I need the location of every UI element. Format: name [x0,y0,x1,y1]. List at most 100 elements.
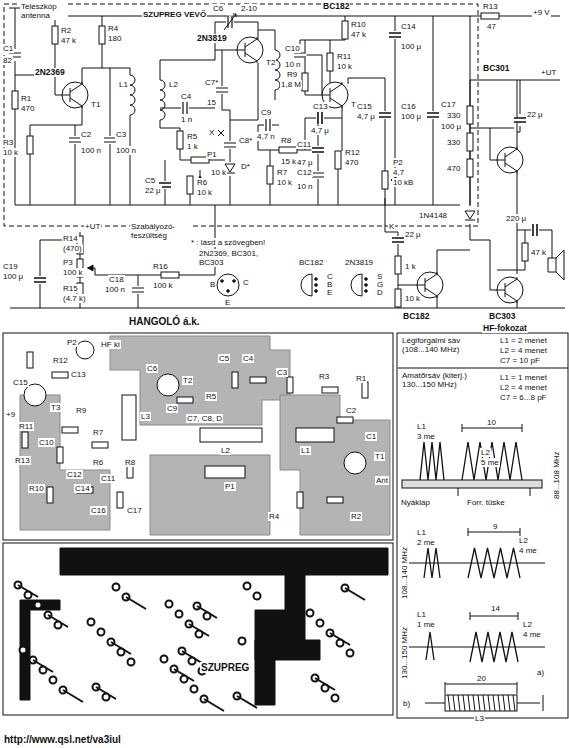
part-label: 10 kB [392,178,414,187]
part-label: HF ki [100,340,121,349]
part-label: C3 [276,368,288,377]
part-label: 1 n [180,115,193,124]
solder-pad [332,695,339,702]
solenoid-winding [513,695,515,711]
part-label: 47 k [60,36,77,45]
solenoid-winding [508,695,510,711]
part-label: L3 [140,412,151,421]
part-label: b) [402,699,411,708]
part-label: R8 [124,458,136,467]
part-label: L1 [416,528,427,537]
part-label: C12 [66,470,83,479]
part-label: * : lásd a szövegben! [190,238,266,247]
part-label: 10 k [404,294,421,303]
part-label: 100 μ [400,42,422,51]
arrowhead [88,176,396,271]
part-label: 47 μ [296,158,314,167]
resistor-symbol [395,256,401,274]
copper-shade [20,395,110,530]
solder-pad [128,659,135,666]
resistor-symbol [467,159,473,177]
part-label: C5 [144,176,156,185]
part-label: L2 [168,80,179,89]
part-label: K [388,222,395,231]
part-label: C16 [90,506,107,515]
part-label: C9 [166,404,178,413]
capacitor-symbol [318,112,322,124]
part-label: C7, C8, D [186,414,223,423]
part-label: Ant [375,476,389,485]
resistor-symbol [27,136,33,154]
transistor-outline [24,384,46,406]
resistor-symbol [187,176,193,194]
part-label: L2 [480,448,491,457]
capacitor-gap [389,33,401,37]
resistor-symbol [279,147,297,153]
trimmer-arrow [224,14,236,30]
part-label: R4 [107,24,119,33]
part-label: 14 [490,604,501,613]
part-label: C14 [74,484,91,493]
part-label: T2 [265,58,276,67]
part-label: http://www.qsl.net/va3iul [3,734,122,745]
capacitor-symbol [533,224,537,236]
node-text: Amatőrsáv (kiterj.) 130...150 MHz) [401,371,495,389]
foil-track [63,690,83,702]
part-label: R9 [286,70,298,79]
table-rule [398,368,568,369]
part-label: +UT [84,222,101,231]
copper-foil [255,640,320,660]
part-label: C2 [80,130,92,139]
part-label: 10 n [284,60,302,69]
part-label: R13 [482,2,499,11]
part-label: BC182 [298,258,324,267]
foil-layout-panel [3,543,393,715]
capacitor-gap [34,278,46,282]
part-outline [327,497,343,503]
resistor-symbol [522,243,528,261]
solenoid-winding [493,695,495,711]
part-label: 47 k [530,248,547,257]
part-label: 4,7 n [256,132,276,141]
solder-pad [25,592,32,599]
part-label: C19 [2,262,19,271]
part-label: C6 [146,364,158,373]
capacitor-symbol [312,173,324,177]
node-text: L1 = 1 menet [499,373,548,382]
part-label: R1 [355,374,367,383]
coil-symbol [130,75,135,115]
capacitor-gap [312,173,324,177]
solenoid-outline [445,695,517,711]
pot-outline [205,466,245,478]
part-label: R8 [280,136,292,145]
part-label: L3 [474,714,485,723]
part-label: (470) [62,244,83,253]
solder-pad [307,610,314,617]
pinout-outline [351,274,362,296]
resistor-symbol [52,26,58,44]
part-label: T3 [50,403,61,412]
part-label: C4 [242,354,254,363]
pin-dot [365,284,368,287]
capacitor-symbol [34,278,46,282]
foil-track [204,699,224,711]
capacitor-symbol [266,119,270,131]
part-label: 100 n [80,146,102,155]
part-outline [250,377,266,383]
part-label: R9 [75,406,87,415]
node-heading: SZUPREG VEVŐ [142,10,207,19]
part-label: 2N2369 [34,68,66,77]
part-label: P3 [62,258,74,267]
part-outline [57,447,63,463]
part-label: BC182 [322,2,350,11]
part-label: B [209,280,216,289]
part-label: 100 μ [440,122,462,131]
wire [9,8,565,308]
solder-pad [181,676,188,683]
pin-dot [227,290,230,293]
part-label: 180 [107,34,122,43]
part-label: L1 [300,446,311,455]
dimension-line [458,424,530,496]
capacitor-symbol [392,238,404,242]
solenoid-winding [498,695,500,711]
